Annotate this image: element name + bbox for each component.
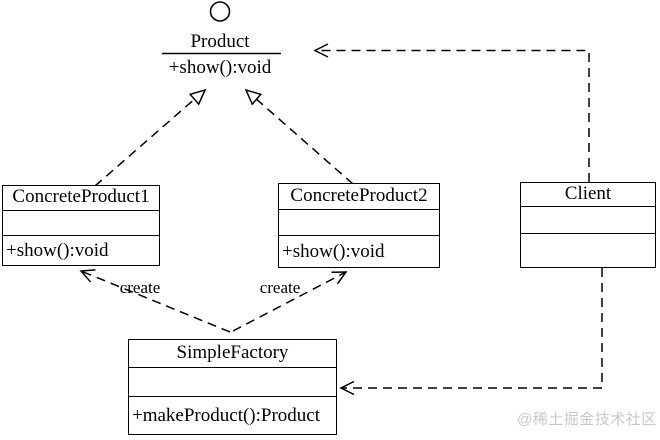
realization-arrow-concreteproduct2-to-product [244,88,354,185]
dependency-arrow-client-to-product [313,43,590,182]
class-box-concreteproduct2: ConcreteProduct2 +show():void [278,183,440,268]
class-attributes-client [521,207,655,234]
edge-label-create-2: create [259,278,301,297]
class-box-concreteproduct1: ConcreteProduct1 +show():void [2,185,160,266]
class-name-client: Client [521,183,655,207]
class-methods-client [521,234,655,267]
class-methods-concreteproduct1: +show():void [6,239,109,261]
realization-arrow-concreteproduct1-to-product [94,88,207,187]
class-attributes-concreteproduct1 [3,211,159,236]
class-name-simplefactory: SimpleFactory [129,340,336,368]
class-attributes-simplefactory [129,368,336,397]
class-methods-concreteproduct2: +show():void [282,240,385,262]
interface-product-name: Product [190,31,250,52]
class-methods-simplefactory: +makeProduct():Product [132,404,321,426]
class-attributes-concreteproduct2 [279,210,439,236]
interface-lollipop-icon [209,1,231,22]
class-name-concreteproduct1: ConcreteProduct1 [3,186,159,211]
watermark-text: @稀土掘金技术社区 [517,411,657,428]
create-arrow-factory-to-concreteproduct2 [232,271,348,332]
class-box-client: Client [520,182,656,268]
class-box-simplefactory: SimpleFactory +makeProduct():Product [128,339,337,435]
class-name-concreteproduct2: ConcreteProduct2 [279,184,439,210]
dependency-arrow-client-to-factory [339,268,603,396]
create-arrow-factory-to-concreteproduct1 [79,269,231,333]
interface-product-method: +show():void [168,57,272,78]
edge-label-create-1: create [119,278,161,297]
